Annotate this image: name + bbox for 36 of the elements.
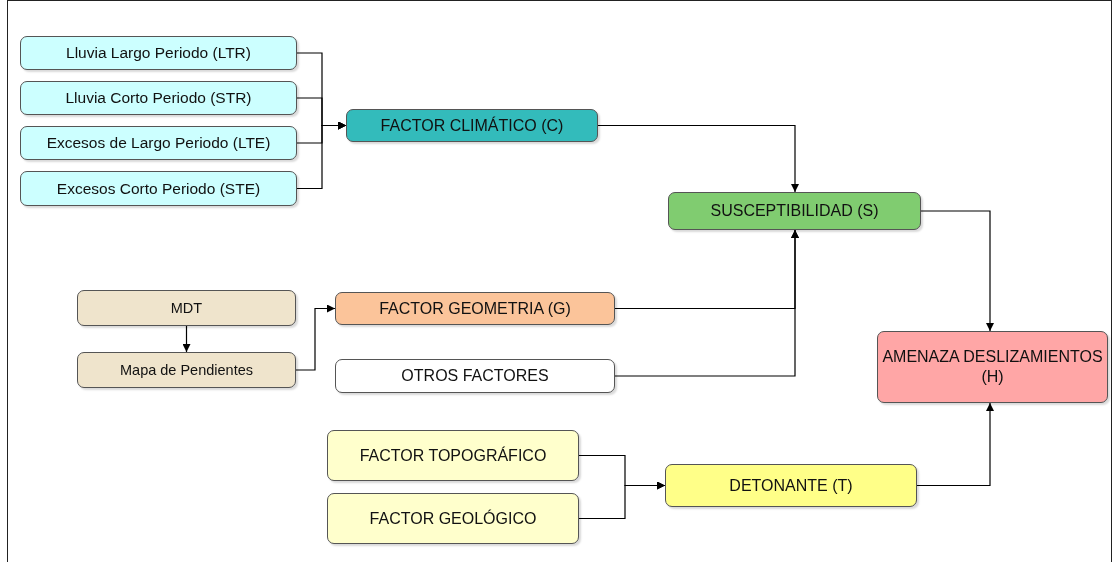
process-box (20, 36, 297, 70)
node-label: DETONANTE (T) (729, 475, 853, 496)
arrow (916, 402, 994, 487)
process-box (20, 126, 297, 160)
process-box (77, 352, 296, 388)
node-label: FACTOR CLIMÁTICO (C) (380, 115, 564, 136)
node-label: Mapa de Pendientes (120, 360, 253, 380)
process-box (668, 192, 921, 230)
node-label: Excesos Corto Periodo (STE) (56, 178, 261, 199)
node-label: AMENAZA DESLIZAMIENTOS (H) (881, 347, 1104, 387)
process-box (20, 81, 297, 115)
process-box (327, 493, 579, 544)
process-box (877, 331, 1108, 403)
process-box (665, 464, 917, 507)
node-label: MDT (170, 298, 203, 318)
node-label: FACTOR TOPOGRÁFICO (359, 445, 547, 466)
process-box (346, 109, 598, 142)
node-label: Excesos de Largo Periodo (LTE) (46, 133, 271, 153)
arrow (597, 124, 799, 193)
node-label: Lluvia Corto Periodo (STR) (65, 88, 252, 108)
node-label: FACTOR GEOLÓGICO (369, 508, 537, 529)
process-box (20, 171, 297, 206)
arrow (578, 481, 666, 520)
process-box (327, 430, 579, 481)
node-label: Lluvia Largo Periodo (LTR) (66, 43, 251, 63)
node-label: SUSCEPTIBILIDAD (S) (710, 201, 879, 221)
arrow (296, 121, 347, 190)
node-label: FACTOR GEOMETRIA (G) (379, 298, 571, 319)
arrow (182, 325, 191, 353)
arrow (295, 304, 336, 371)
arrow (920, 210, 994, 332)
process-box (335, 359, 615, 393)
arrow (614, 229, 799, 377)
node-label: OTROS FACTORES (401, 366, 549, 386)
process-box (77, 290, 296, 326)
process-box (335, 292, 615, 325)
